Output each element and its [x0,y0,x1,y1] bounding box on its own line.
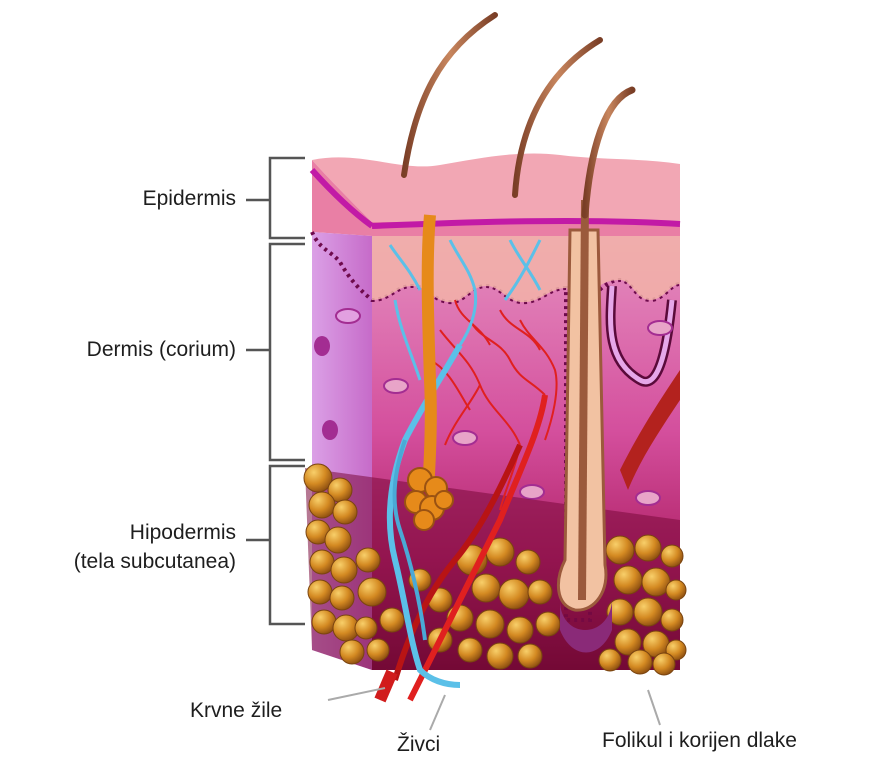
fat-cell [606,536,634,564]
fat-cell [476,610,504,638]
dermal-cell [648,321,672,335]
fat-cell [367,639,389,661]
fat-cell [355,617,377,639]
dermal-cell [636,491,660,505]
label-hypodermis: Hipodermis [20,520,236,545]
fat-cell [516,550,540,574]
label-epidermis: Epidermis [60,186,236,211]
fat-cell [310,550,334,574]
fat-cell [518,644,542,668]
fat-cell [528,580,552,604]
fat-cell [325,527,351,553]
blood-vessel-stub [380,672,392,700]
fat-cell [331,557,357,583]
fat-cell [380,608,404,632]
fat-cell [309,492,335,518]
fat-cell [487,643,513,669]
dermal-cell [453,431,477,445]
epidermis-top-surface [312,153,680,222]
fat-cell [356,548,380,572]
fat-cell [661,609,683,631]
label-hair-follicle: Folikul i korijen dlake [602,728,797,753]
fat-cell [308,580,332,604]
fat-cell [499,579,529,609]
fat-cell [666,580,686,600]
fat-cell [340,640,364,664]
bracket-hypodermis [270,466,305,624]
dermal-cell [336,309,360,323]
fat-cell [628,650,652,674]
label-blood-vessels: Krvne žile [190,698,282,723]
fat-cell [653,653,675,675]
fat-cell [333,500,357,524]
label-hypodermis-sub: (tela subcutanea) [6,549,236,574]
fat-cell [614,566,642,594]
dermal-cell [314,336,330,356]
fat-cell [661,545,683,567]
label-dermis: Dermis (corium) [20,337,236,362]
fat-cell [507,617,533,643]
hair-shaft-in-follicle [582,200,585,600]
fat-cell [358,578,386,606]
label-nerves: Živci [397,732,440,757]
fat-cell [458,638,482,662]
fat-cell [312,610,336,634]
sebaceous-duct [428,215,431,490]
layer-brackets [246,158,305,624]
dermal-cell [520,485,544,499]
fat-cell [634,598,662,626]
bracket-dermis [270,244,305,460]
bracket-epidermis [270,158,305,238]
fat-cell [330,586,354,610]
fat-cell [536,612,560,636]
fat-cell [472,574,500,602]
fat-cell [599,649,621,671]
dermal-cell [322,420,338,440]
hair-strand [404,15,495,175]
dermal-cell [384,379,408,393]
fat-cell [635,535,661,561]
